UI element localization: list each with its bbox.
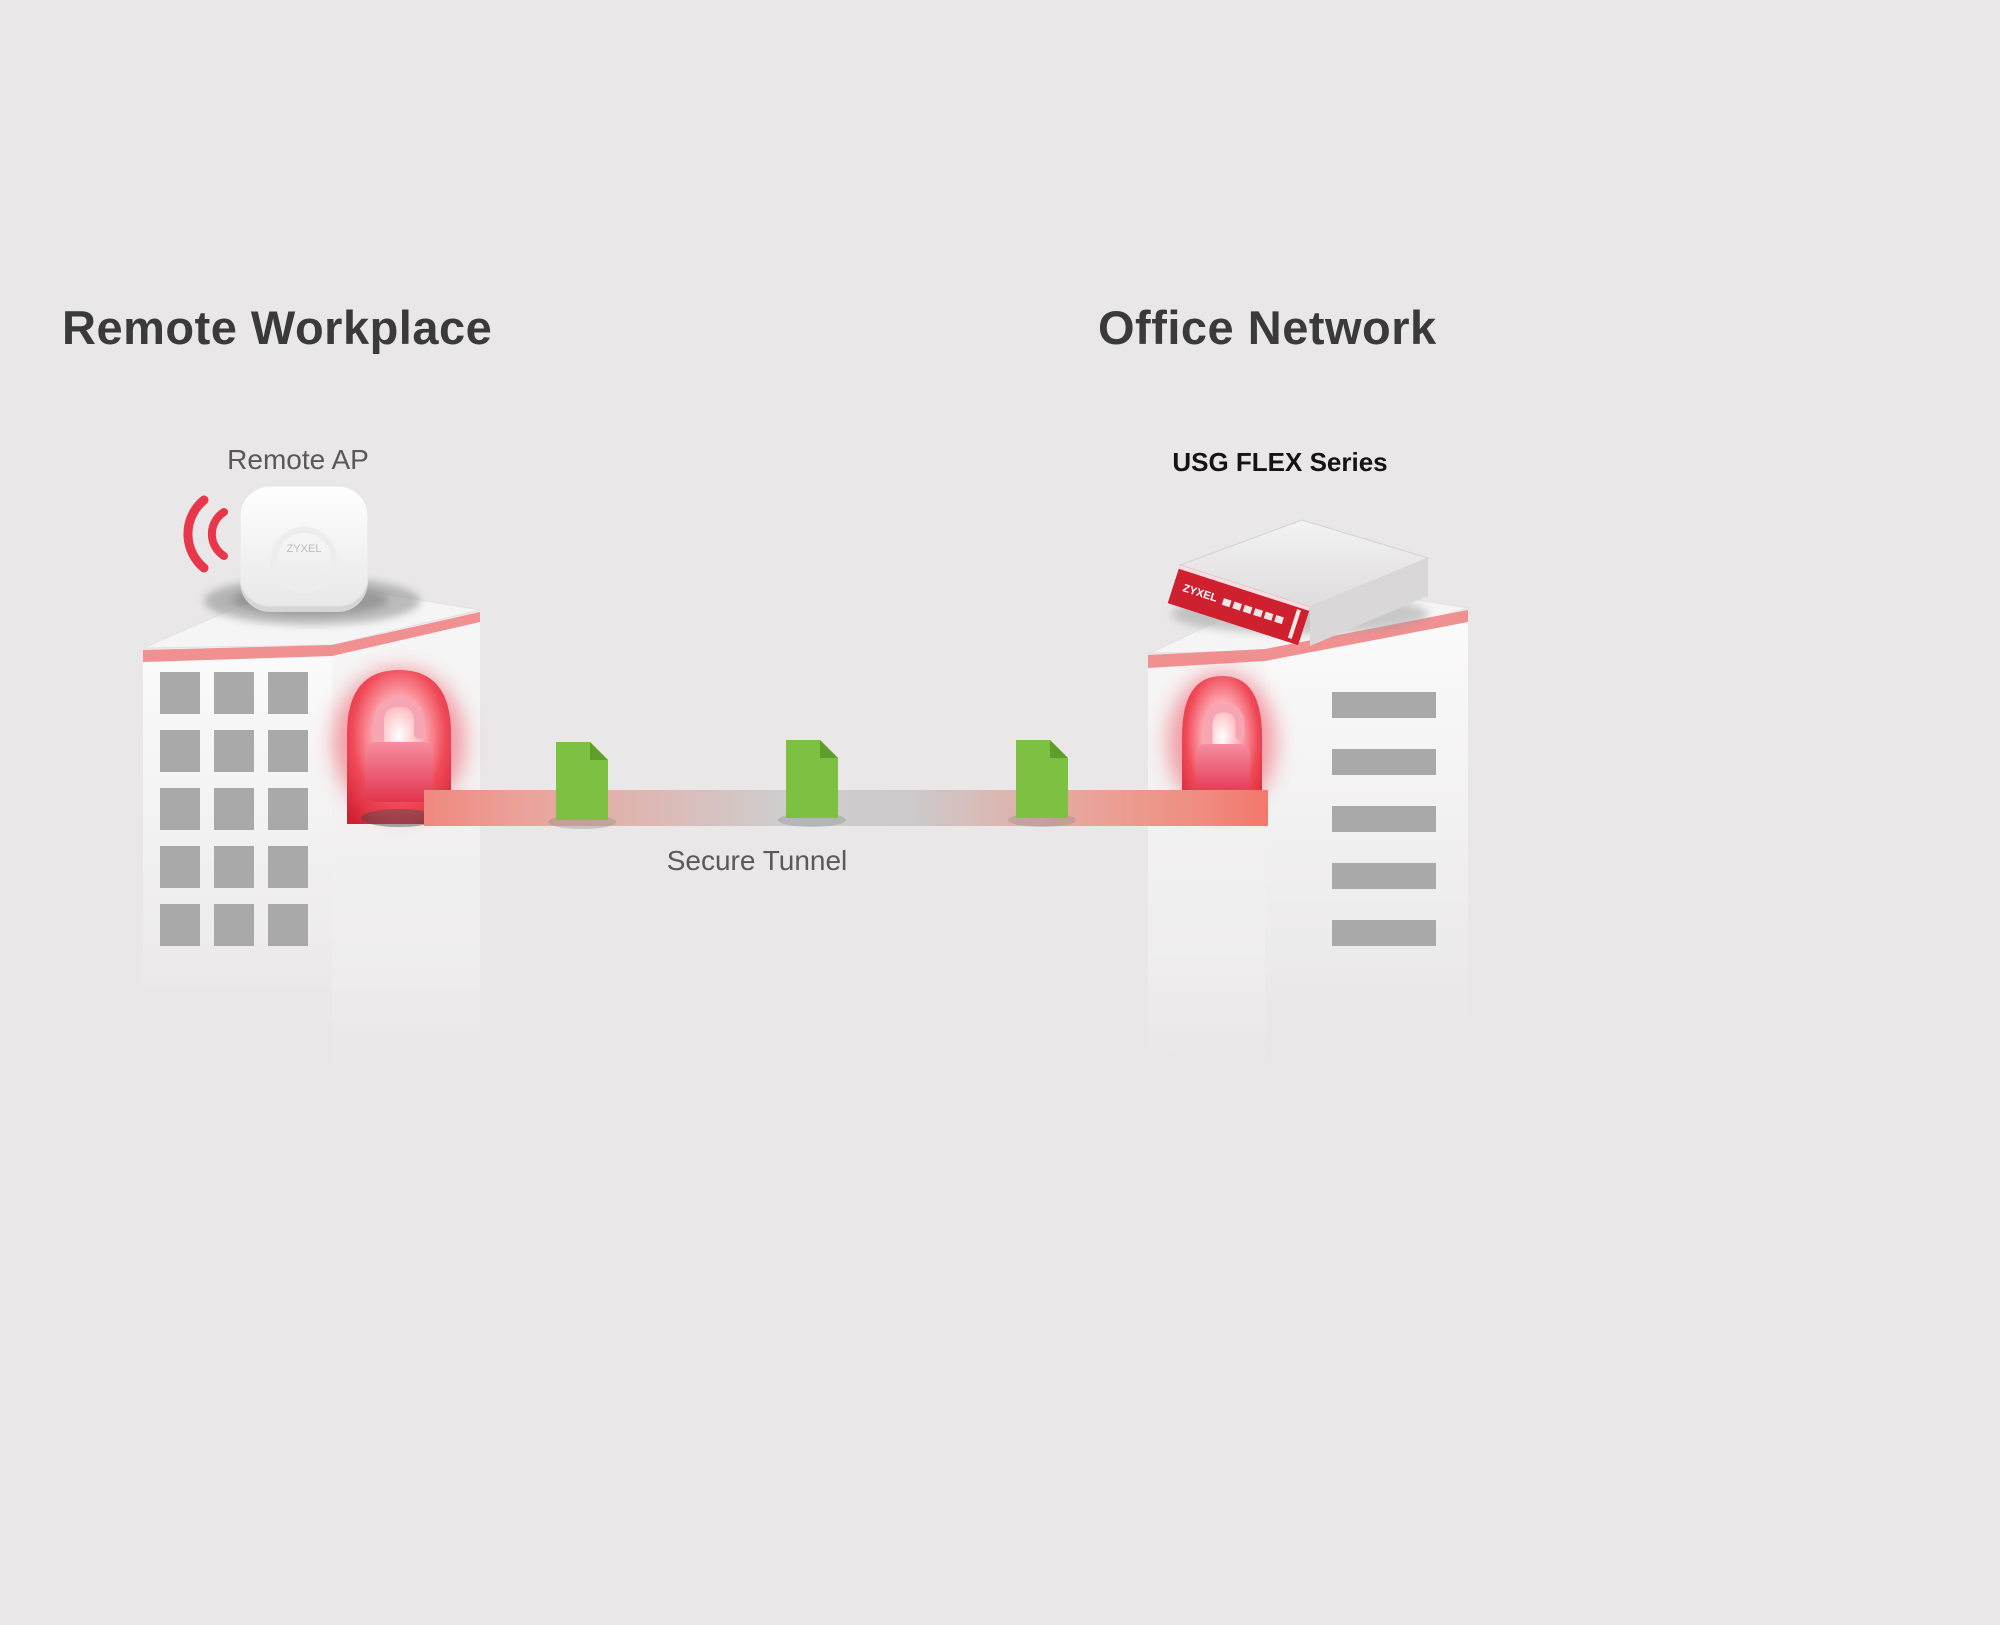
remote-ap-device: ZYXEL: [183, 485, 420, 625]
right-padlock-icon: [1196, 703, 1250, 796]
left-building-fade: [120, 965, 520, 1135]
right-building-stripe: [1148, 649, 1265, 668]
left-padlock-icon: [365, 696, 433, 802]
left-building-windows: [160, 672, 308, 946]
document-icon: [1016, 740, 1068, 818]
left-building-stripe: [143, 645, 332, 662]
remote-workplace-title: Remote Workplace: [62, 301, 493, 354]
office-network-title: Office Network: [1098, 301, 1437, 354]
right-building-fade: [1125, 965, 1495, 1135]
right-secure-door: [1168, 672, 1276, 820]
ap-brand-text: ZYXEL: [287, 543, 322, 555]
document-icon: [786, 740, 838, 818]
tunnel-documents: [548, 740, 1076, 829]
usg-flex-label: USG FLEX Series: [1172, 447, 1388, 477]
right-building-windows: [1332, 692, 1436, 946]
secure-tunnel-label: Secure Tunnel: [666, 845, 848, 876]
usg-flex-device: ZYXEL: [1167, 519, 1430, 646]
left-secure-door: [333, 668, 465, 827]
remote-ap-label: Remote AP: [227, 444, 369, 475]
document-icon: [556, 742, 608, 820]
firewall-front-panel: ZYXEL: [1167, 565, 1311, 646]
firewall-ports: [1221, 598, 1284, 625]
wifi-signal-icon: [183, 495, 228, 573]
